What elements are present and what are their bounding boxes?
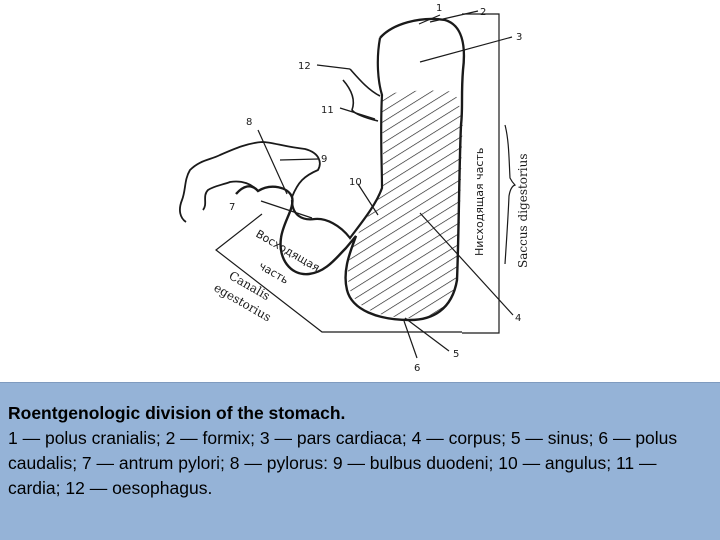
oesophagus-drawing [343, 69, 380, 121]
label-8: 8 [246, 117, 252, 128]
label-5: 5 [453, 349, 459, 360]
caption-text: 1 — polus cranialis; 2 — formix; 3 — par… [8, 426, 710, 501]
saccus-brace [505, 125, 515, 264]
caption-box: Roentgenologic division of the stomach. … [0, 382, 720, 540]
label-1: 1 [436, 3, 442, 14]
label-7: 7 [229, 202, 235, 213]
corpus-hatching [330, 80, 480, 330]
label-9: 9 [321, 154, 327, 165]
label-12: 12 [298, 61, 311, 72]
label-2: 2 [480, 7, 486, 18]
label-6: 6 [414, 363, 420, 374]
saccus-label: Saccus digestorius [516, 154, 530, 269]
duodenum-drawing [180, 142, 320, 222]
label-11: 11 [321, 105, 334, 116]
stomach-diagram: 1 2 3 4 5 6 7 8 9 10 11 12 Нисходящая ча… [0, 0, 720, 382]
label-3: 3 [516, 32, 522, 43]
descending-part-label: Нисходящая часть [473, 148, 486, 256]
label-4: 4 [515, 313, 521, 324]
caption-title: Roentgenologic division of the stomach. [8, 401, 710, 426]
label-10: 10 [349, 177, 362, 188]
